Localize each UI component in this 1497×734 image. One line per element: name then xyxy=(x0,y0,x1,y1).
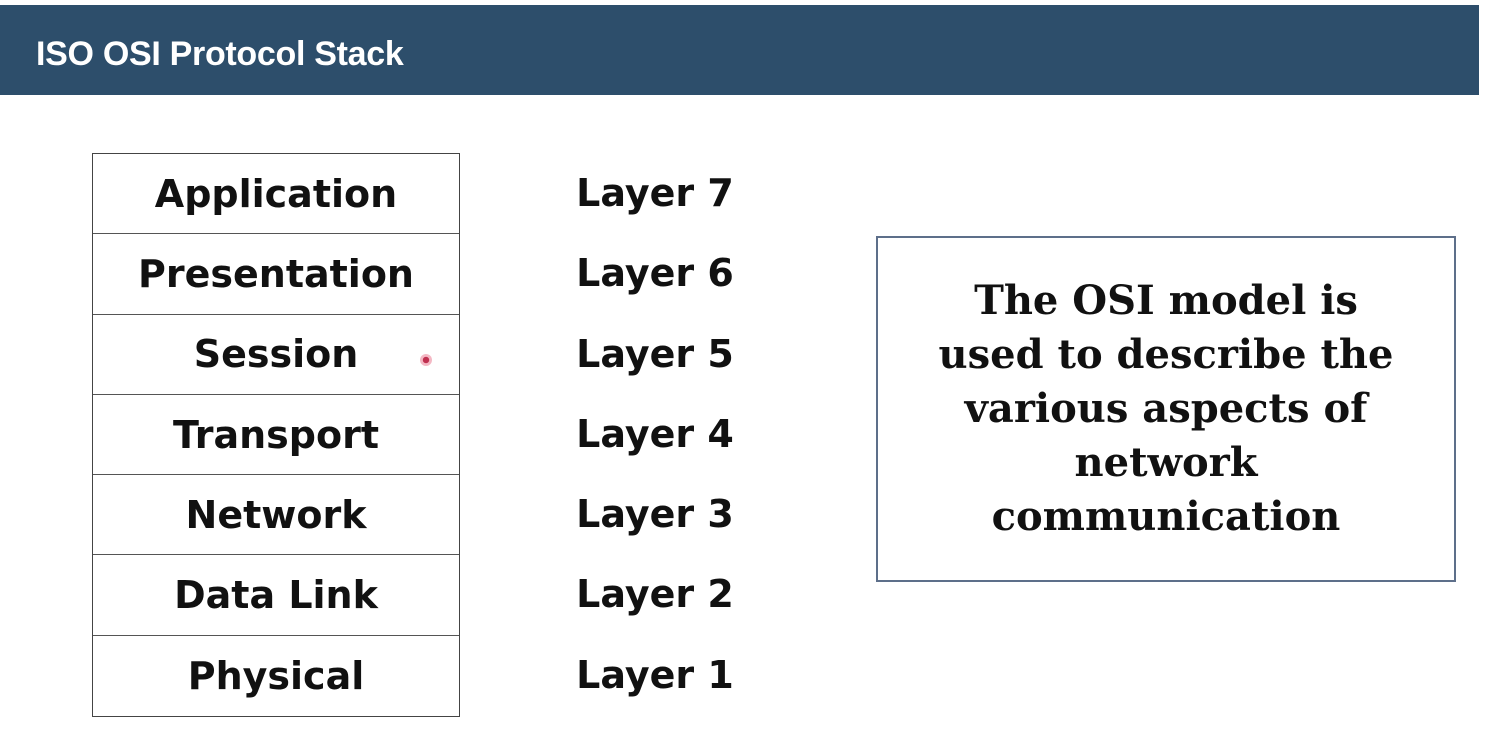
description-text: The OSI model is used to describe the va… xyxy=(938,277,1394,540)
layer-label-4: Layer 4 xyxy=(576,411,734,456)
layer-label-3: Layer 3 xyxy=(576,492,734,537)
stack-row-transport: Transport xyxy=(93,395,459,476)
layer-labels: Layer 7 Layer 6 Layer 5 Layer 4 Layer 3 … xyxy=(560,153,750,715)
description-box: The OSI model is used to describe the va… xyxy=(876,236,1456,582)
pointer-cursor-icon xyxy=(420,354,432,366)
layer-label-1: Layer 1 xyxy=(576,652,734,697)
header-bar: ISO OSI Protocol Stack xyxy=(0,5,1479,95)
layer-label-5: Layer 5 xyxy=(576,331,734,376)
stack-row-physical: Physical xyxy=(187,653,365,698)
stack-row-network: Network xyxy=(93,475,459,556)
stack-row-session: Session xyxy=(93,315,459,395)
stack-row-data-link: Data Link xyxy=(93,555,459,636)
stack-row-presentation: Presentation xyxy=(93,234,459,315)
page-title: ISO OSI Protocol Stack xyxy=(36,35,404,73)
layer-label-6: Layer 6 xyxy=(576,251,734,296)
osi-stack: Application Presentation Session Transpo… xyxy=(92,153,460,718)
layer-label-7: Layer 7 xyxy=(576,171,734,215)
layer-label-2: Layer 2 xyxy=(576,572,734,617)
stack-row-application: Application xyxy=(93,154,459,235)
